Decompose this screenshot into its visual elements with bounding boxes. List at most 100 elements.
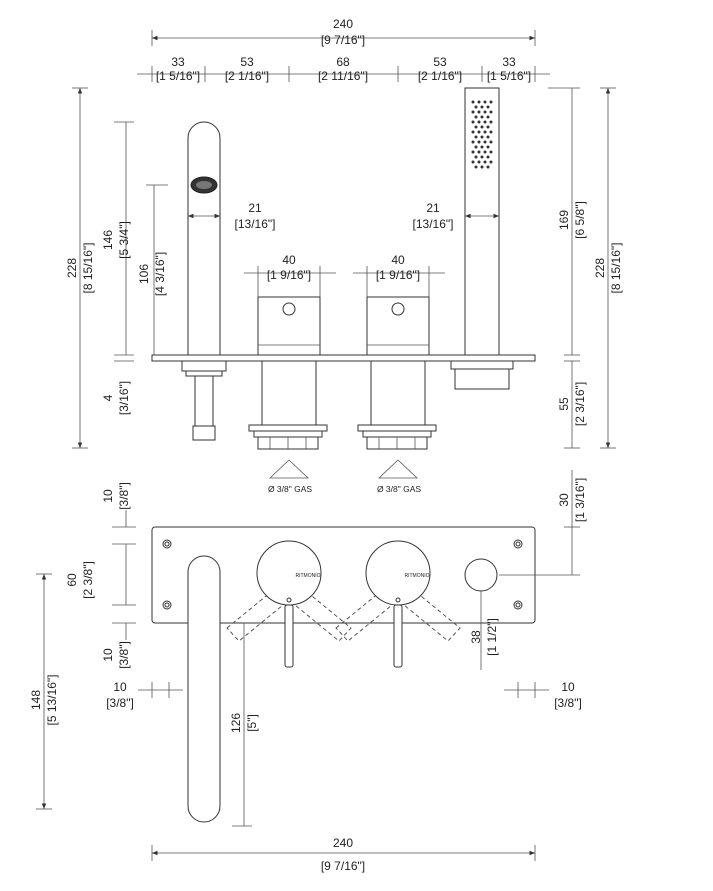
right-lever-swing — [335, 591, 461, 642]
spray-hole — [474, 155, 478, 159]
spray-hole — [477, 140, 481, 144]
spout-height-mm: 146 — [101, 230, 115, 250]
plan-spout-length-dimension: 148 [5 13/16"] — [29, 573, 59, 810]
plan-spout-length-mm: 148 — [29, 690, 43, 710]
handshower-spray-holes — [471, 100, 493, 169]
plan-bottom-margin-dimension: 10 [3/8"] — [101, 622, 136, 669]
handshower-height-dimension: 169 [6 5/8"] — [548, 87, 587, 356]
spray-hole — [477, 100, 481, 104]
handle-width-right-dimension: 40 [1 9/16"] — [353, 253, 445, 297]
bottom-overall-dimension: 240 [9 7/16"] — [151, 836, 536, 873]
seg1-in: [1 5/16"] — [156, 69, 200, 83]
plan-spout-length-in: [5 13/16"] — [45, 675, 59, 726]
spray-hole — [483, 140, 487, 144]
plan-hole-spacing-mm: 60 — [65, 573, 79, 587]
handle-width-right-in: [1 9/16"] — [376, 268, 420, 282]
plan-side-left-dimension: 10 [3/8"] — [106, 680, 183, 710]
handshower-diameter-dimension: 21 [13/16"] — [413, 201, 499, 231]
spray-hole — [477, 150, 481, 154]
spray-hole — [483, 100, 487, 104]
seg1-mm: 33 — [171, 55, 185, 69]
seg4-mm: 53 — [433, 55, 447, 69]
left-handle-logo: RITMONIO — [296, 573, 321, 579]
top-overall-dimension: 240 [9 7/16"] — [151, 17, 536, 47]
plan-spout-reach-mm: 126 — [229, 713, 243, 733]
plan-lever-length-dimension: 38 [1 1/2"] — [469, 591, 499, 670]
plan-spout-reach-in: [5"] — [245, 714, 259, 732]
plan-side-right-dimension: 10 [3/8"] — [504, 680, 582, 710]
spray-hole — [471, 160, 475, 164]
spout-elevation — [181, 121, 227, 441]
plan-lever-length-mm: 38 — [469, 630, 483, 644]
plan-right-offset-mm: 30 — [557, 493, 571, 507]
spray-hole — [474, 165, 478, 169]
spray-hole — [489, 160, 493, 164]
spray-hole — [486, 135, 490, 139]
plan-bottom-margin-mm: 10 — [101, 648, 115, 662]
top-total-in: [9 7/16"] — [321, 33, 365, 47]
right-handle-elevation — [357, 296, 437, 479]
left-lever-swing — [226, 591, 352, 642]
left-handle-elevation — [248, 296, 328, 479]
handle-width-right-mm: 40 — [391, 253, 405, 267]
handle-width-left-mm: 40 — [282, 253, 296, 267]
spray-hole — [486, 165, 490, 169]
spray-hole — [471, 120, 475, 124]
spray-hole — [471, 150, 475, 154]
spray-hole — [480, 125, 484, 129]
spray-hole — [474, 125, 478, 129]
seg3-in: [2 11/16"] — [318, 69, 368, 83]
top-total-mm: 240 — [333, 17, 353, 31]
spout-diameter-in: [13/16"] — [235, 217, 276, 231]
plate-thickness-in: [3/16"] — [117, 381, 131, 415]
spout-plan — [187, 555, 221, 823]
handshower-diameter-mm: 21 — [426, 201, 440, 215]
handle-width-left-dimension: 40 [1 9/16"] — [244, 253, 336, 297]
spout-height-in: [5 3/4"] — [117, 221, 131, 259]
plan-hole-spacing-in: [2 3/8"] — [81, 561, 95, 599]
spray-hole — [483, 120, 487, 124]
spray-hole — [474, 145, 478, 149]
spray-hole — [474, 105, 478, 109]
spray-hole — [486, 105, 490, 109]
spray-hole — [486, 155, 490, 159]
spray-hole — [477, 110, 481, 114]
spout-height-dimension: 146 [5 3/4"] — [101, 121, 134, 356]
connection-label-left: Ø 3/8" GAS — [268, 484, 312, 494]
spray-hole — [477, 160, 481, 164]
handshower-height-in: [6 5/8"] — [573, 201, 587, 239]
seg5-in: [1 5/16"] — [487, 69, 531, 83]
spout-outlet-height-in: [4 3/16"] — [153, 252, 167, 296]
spray-hole — [483, 130, 487, 134]
spray-hole — [471, 110, 475, 114]
deck-plate-side — [151, 354, 536, 362]
spray-hole — [489, 130, 493, 134]
left-total-height-in: [8 15/16"] — [81, 243, 95, 294]
right-handle-logo: RITMONIO — [405, 573, 430, 579]
plan-side-left-mm: 10 — [113, 680, 127, 694]
handshower-diameter-in: [13/16"] — [413, 217, 454, 231]
spray-hole — [489, 120, 493, 124]
seg2-in: [2 1/16"] — [225, 69, 269, 83]
spray-hole — [477, 120, 481, 124]
spray-hole — [486, 145, 490, 149]
spout-outlet-height-dimension: 106 [4 3/16"] — [137, 184, 168, 355]
spray-hole — [489, 110, 493, 114]
right-total-height-in: [8 15/16"] — [609, 243, 623, 294]
spray-hole — [480, 105, 484, 109]
spray-hole — [483, 160, 487, 164]
plan-bottom-margin-in: [3/8"] — [117, 641, 131, 669]
spray-hole — [480, 155, 484, 159]
plan-spout-reach-dimension: 126 [5"] — [229, 623, 259, 827]
plate-thickness-dimension: 4 [3/16"] — [101, 360, 134, 415]
handshower-height-mm: 169 — [557, 210, 571, 230]
bottom-total-in: [9 7/16"] — [321, 859, 365, 873]
spray-hole — [480, 115, 484, 119]
spray-hole — [486, 115, 490, 119]
plan-lever-length-in: [1 1/2"] — [485, 618, 499, 656]
under-depth-mm: 55 — [557, 397, 571, 411]
spray-hole — [489, 140, 493, 144]
seg2-mm: 53 — [240, 55, 254, 69]
connection-label-right: Ø 3/8" GAS — [377, 484, 421, 494]
